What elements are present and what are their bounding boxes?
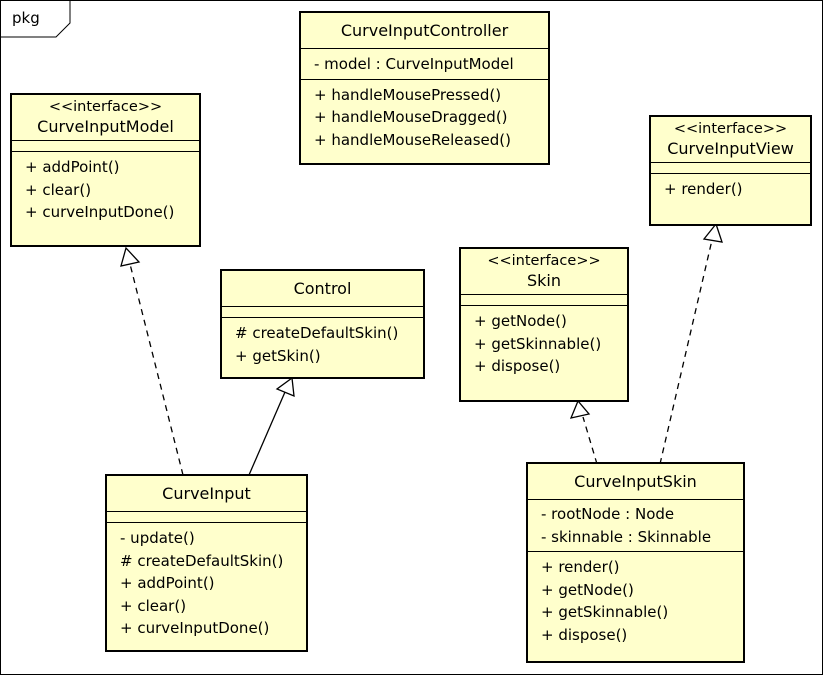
attributes-compartment: [461, 294, 627, 305]
stereotype-label: <<interface>>: [487, 253, 601, 269]
class-name: CurveInputController: [340, 21, 509, 40]
operation-row: + handleMousePressed(): [314, 85, 502, 104]
attributes-compartment: - rootNode : Node - skinnable : Skinnabl…: [528, 499, 743, 551]
attribute-row: - skinnable : Skinnable: [541, 527, 712, 546]
operation-row: + dispose(): [541, 625, 628, 644]
stereotype-label: <<interface>>: [48, 99, 163, 115]
class-header: <<interface>> CurveInputView: [651, 117, 810, 162]
generalization-curveinput-control: [248, 376, 295, 476]
class-name: CurveInputView: [667, 139, 794, 158]
class-header: <<interface>> Skin: [461, 249, 627, 294]
operation-row: + getSkinnable(): [541, 603, 669, 621]
class-header: CurveInputSkin: [528, 464, 743, 499]
class-header: Control: [222, 271, 423, 306]
operation-row: + getSkinnable(): [474, 334, 602, 353]
attributes-compartment: [222, 306, 423, 317]
class-name: Control: [293, 279, 352, 298]
operations-compartment: + handleMousePressed() + handleMouseDrag…: [301, 78, 548, 154]
attributes-compartment: [12, 140, 199, 151]
operations-compartment: + render() + getNode() + getSkinnable() …: [528, 551, 743, 648]
class-header: <<interface>> CurveInputModel: [12, 95, 199, 140]
class-curveinputcontroller[interactable]: CurveInputController - model : CurveInpu…: [299, 11, 550, 165]
operation-row: + handleMouseDragged(): [314, 108, 508, 126]
realization-curveinput-curveinputmodel: [120, 246, 184, 476]
operations-compartment: + getNode() + getSkinnable() + dispose(): [461, 305, 627, 380]
class-header: CurveInput: [107, 476, 306, 511]
operation-row: + getSkin(): [235, 346, 321, 365]
operation-row: # createDefaultSkin(): [120, 551, 284, 570]
operation-row: + getNode(): [474, 312, 567, 330]
attributes-compartment: [651, 162, 810, 173]
operation-row: + addPoint(): [120, 574, 215, 592]
attributes-compartment: [107, 511, 306, 522]
package-label: pkg: [12, 9, 40, 27]
operation-row: + render(): [664, 180, 743, 198]
operation-row: + handleMouseReleased(): [314, 130, 511, 149]
class-name: CurveInput: [162, 484, 251, 503]
stereotype-label: <<interface>>: [673, 121, 788, 137]
class-header: CurveInputController: [301, 13, 548, 48]
realization-curveinputskin-curveinputview: [659, 222, 723, 465]
class-name: CurveInputModel: [37, 117, 174, 136]
class-name: Skin: [526, 271, 561, 290]
operations-compartment: + render(): [651, 173, 810, 203]
class-curveinput[interactable]: CurveInput - update() # createDefaultSki…: [105, 474, 308, 652]
operation-row: + clear(): [25, 180, 92, 199]
class-curveinputview[interactable]: <<interface>> CurveInputView + render(): [649, 115, 812, 226]
operation-row: - update(): [120, 529, 195, 547]
attribute-row: - rootNode : Node: [541, 505, 675, 523]
realization-curveinputskin-skin: [569, 399, 598, 465]
operation-row: + getNode(): [541, 580, 634, 599]
operation-row: # createDefaultSkin(): [235, 324, 399, 342]
class-curveinputmodel[interactable]: <<interface>> CurveInputModel + addPoint…: [10, 93, 201, 247]
operation-row: + clear(): [120, 596, 187, 615]
attributes-compartment: - model : CurveInputModel: [301, 48, 548, 79]
class-control[interactable]: Control # createDefaultSkin() + getSkin(…: [220, 269, 425, 379]
operation-row: + curveInputDone(): [120, 619, 270, 637]
class-curveinputskin[interactable]: CurveInputSkin - rootNode : Node - skinn…: [526, 462, 745, 663]
operation-row: + curveInputDone(): [25, 203, 175, 221]
operation-row: + addPoint(): [25, 158, 120, 176]
operations-compartment: - update() # createDefaultSkin() + addPo…: [107, 522, 306, 642]
operations-compartment: # createDefaultSkin() + getSkin(): [222, 317, 423, 369]
operations-compartment: + addPoint() + clear() + curveInputDone(…: [12, 151, 199, 226]
class-skin[interactable]: <<interface>> Skin + getNode() + getSkin…: [459, 247, 629, 402]
class-name: CurveInputSkin: [574, 472, 697, 491]
operation-row: + render(): [541, 558, 620, 576]
attribute-row: - model : CurveInputModel: [314, 55, 514, 73]
operation-row: + dispose(): [474, 357, 561, 375]
